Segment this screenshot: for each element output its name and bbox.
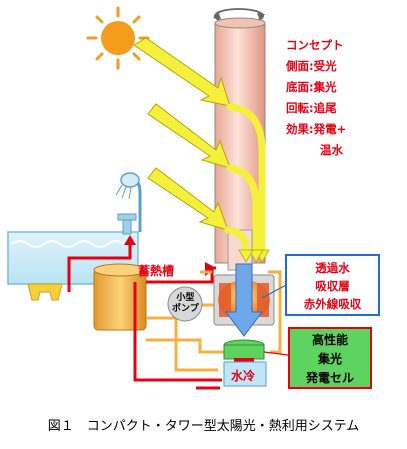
power-cell-box: 高性能 集光 発電セル: [288, 327, 372, 389]
absorption-line-2: 吸収層: [315, 279, 350, 293]
power-cell: [223, 339, 265, 363]
absorption-line-3: 赤外線吸収: [303, 297, 362, 311]
sunlight-arrows: [133, 37, 231, 231]
pump-label-line1: 小型: [176, 293, 195, 303]
bath-stool: [27, 283, 63, 301]
power-cell-line-2: 集光: [317, 352, 342, 366]
internal-light-arrows: [224, 103, 266, 254]
power-cell-line-3: 発電セル: [305, 371, 354, 385]
callout-lines: [261, 284, 287, 299]
shower-icon: [115, 172, 142, 232]
concept-title: コンセプト: [286, 38, 344, 52]
heat-storage-tank: [93, 263, 147, 331]
concept-item-side: 側面:受光: [286, 59, 337, 73]
concentrated-light-arrow: [225, 263, 263, 337]
water-cooling-box: [223, 361, 267, 387]
concept-list: コンセプト 側面:受光 底面:集光 回転:追尾 効果:発電+ 温水: [286, 35, 346, 161]
figure-caption: 図１ コンパクト・タワー型太陽光・熱利用システム: [47, 419, 360, 434]
absorption-line-1: 透過水: [315, 261, 350, 275]
concept-item-bottom: 底面:集光: [286, 80, 337, 94]
water-cooling-label: 水冷: [231, 369, 256, 383]
pump-icon: [167, 286, 203, 322]
heat-storage-label: 蓄熱槽: [138, 264, 175, 278]
sun-icon: [86, 6, 150, 70]
power-cell-line-1: 高性能: [311, 333, 348, 347]
pump-label: 小型 ポンプ: [172, 293, 199, 315]
pump-label-line2: ポンプ: [172, 304, 199, 314]
absorption-layer-box: 透過水 吸収層 赤外線吸収: [285, 254, 380, 316]
concept-item-rotation: 回転:追尾: [286, 101, 337, 115]
concept-item-effect-continued: 温水: [320, 143, 343, 157]
concept-item-effect: 効果:発電+: [286, 122, 347, 136]
